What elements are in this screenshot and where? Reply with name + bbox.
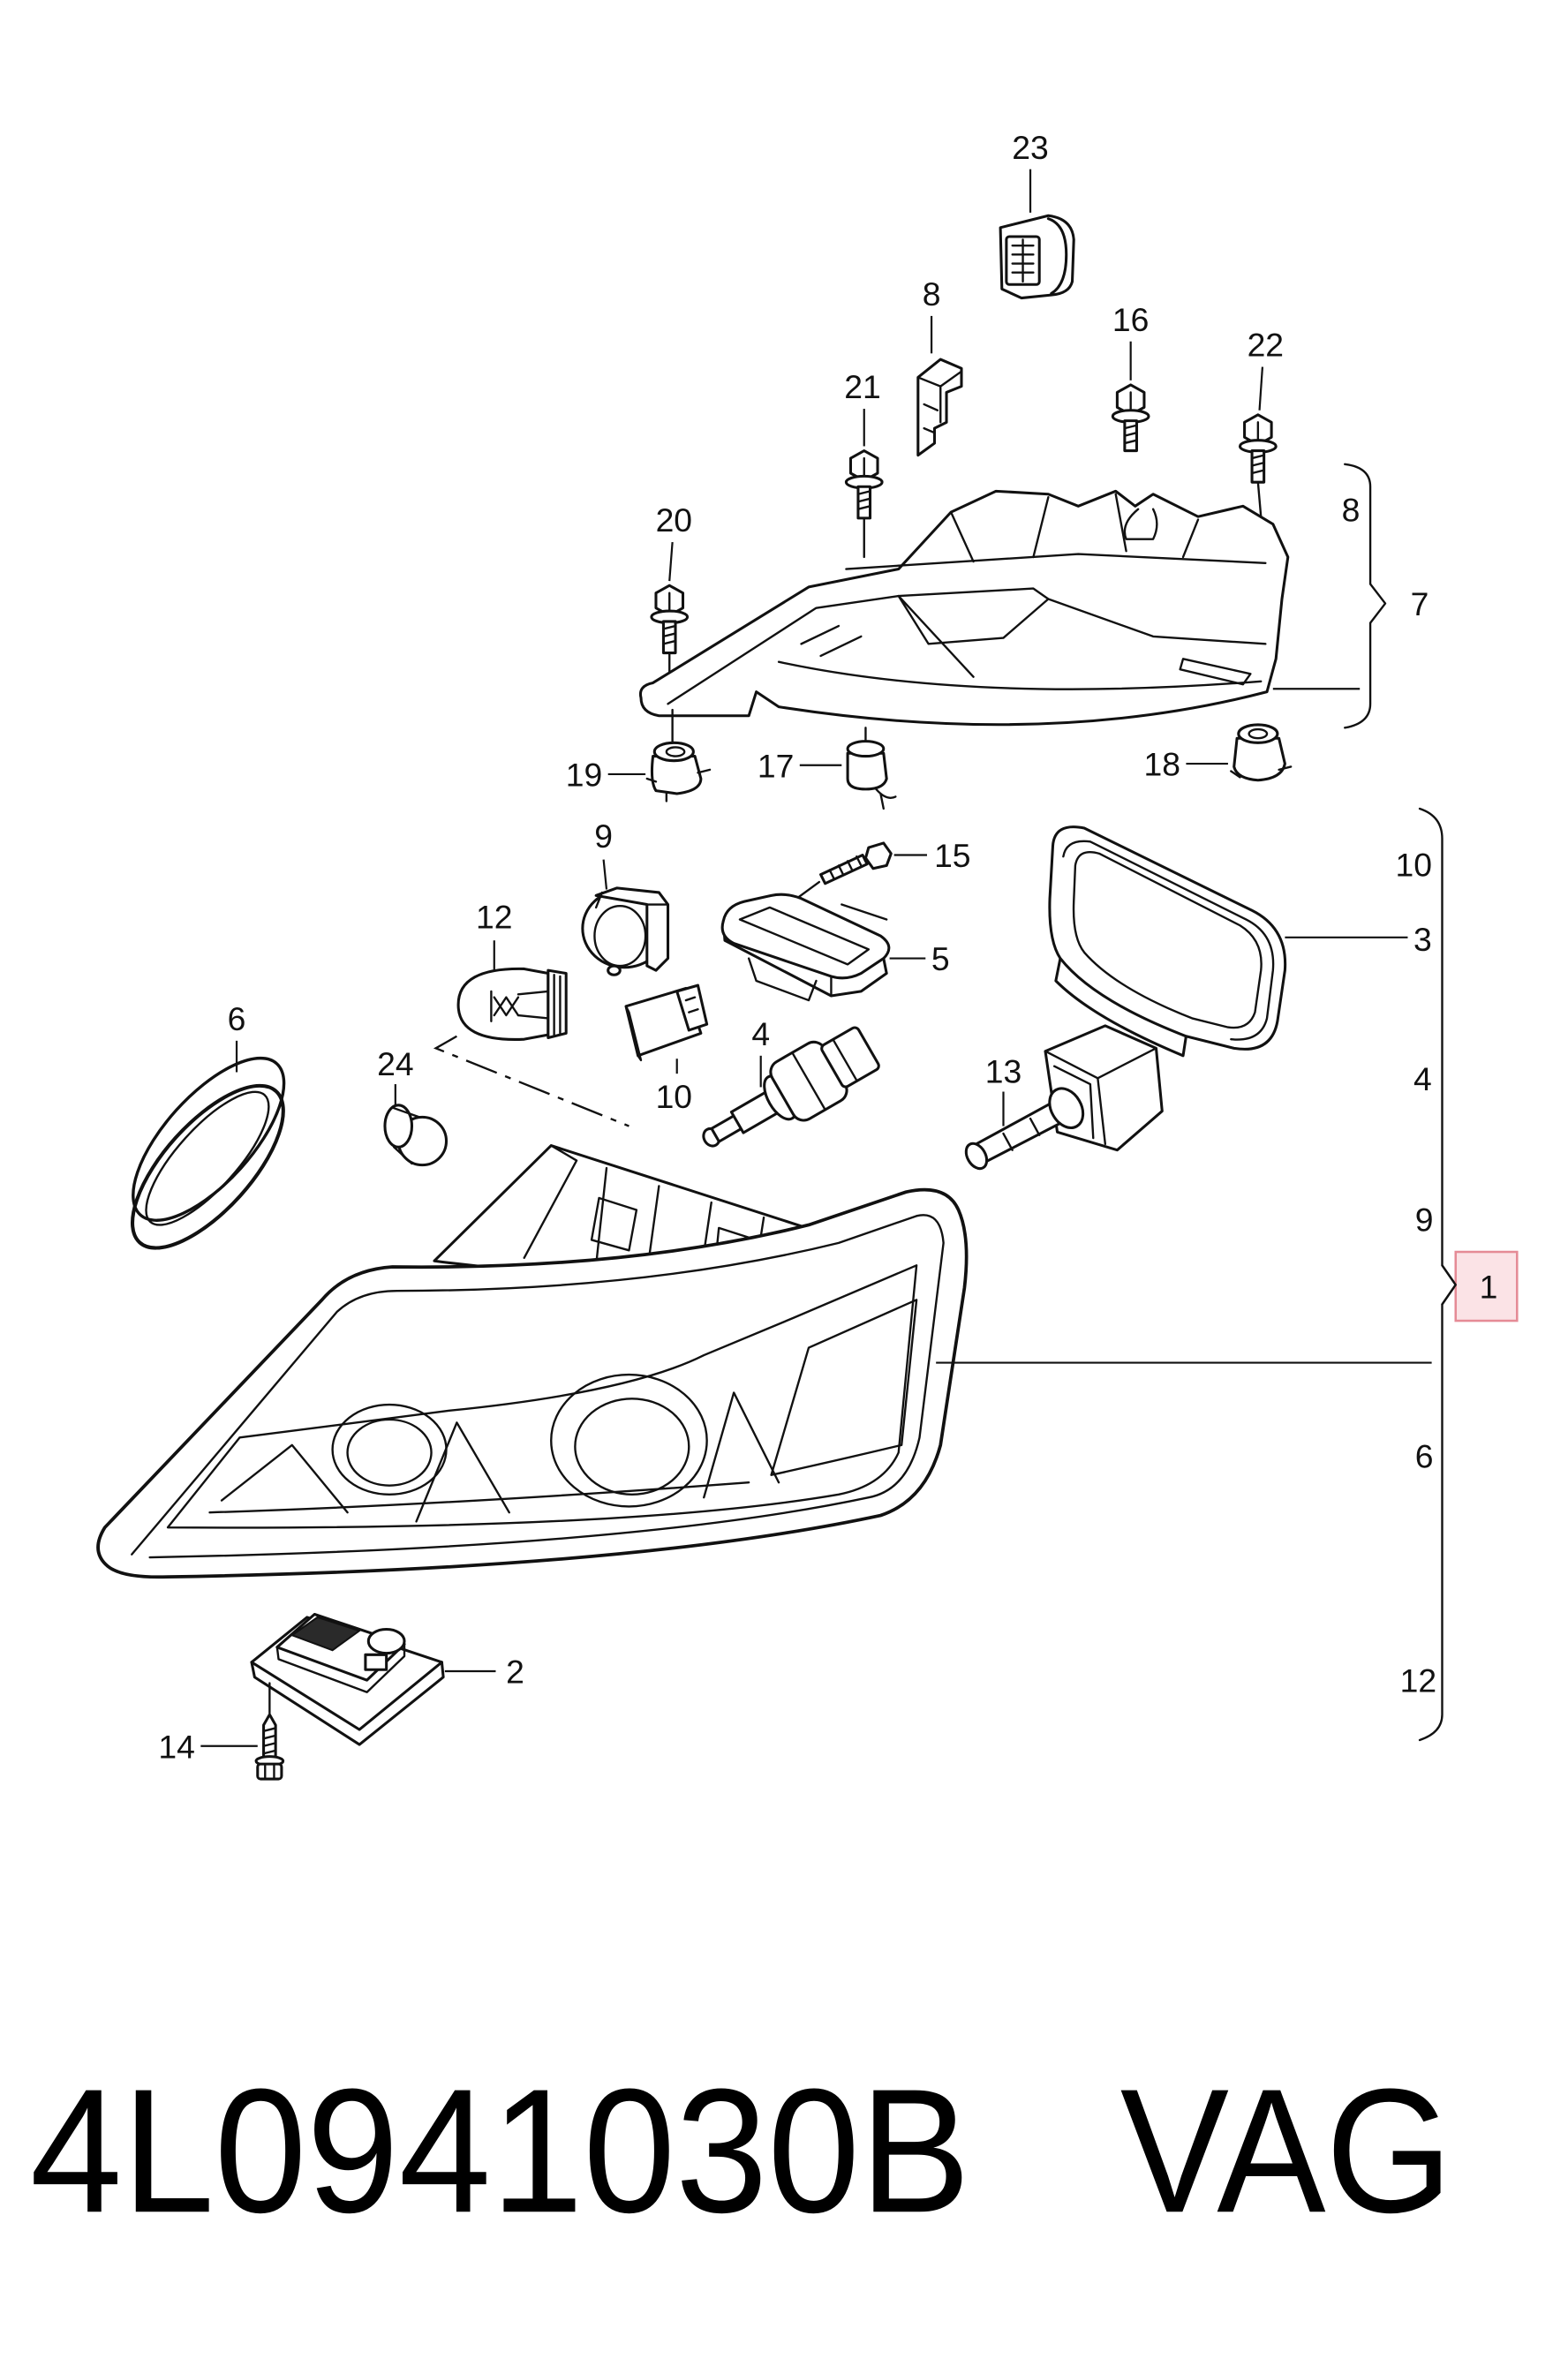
- callout-6: 6: [228, 1000, 246, 1037]
- part-4-bulb: [702, 1026, 880, 1148]
- assembly-label-1: 1: [1480, 1269, 1498, 1306]
- callout-8: 8: [923, 275, 941, 313]
- callout-9: 9: [594, 818, 613, 855]
- callout-21: 21: [844, 368, 881, 405]
- reference-line: [433, 1035, 629, 1127]
- part-20-screw: [650, 584, 690, 688]
- bracket-right-item-10: 10: [1396, 846, 1433, 883]
- callout-4: 4: [751, 1015, 770, 1052]
- part-10-resistor: [624, 983, 709, 1062]
- part-9-bulb-holder: [581, 886, 670, 976]
- part-18-clip: [1230, 723, 1293, 782]
- part-8-bracket: [916, 358, 963, 457]
- callout-10: 10: [656, 1078, 693, 1115]
- leader-20: [668, 541, 674, 582]
- part-17-clip: [846, 727, 897, 810]
- callout-5: 5: [931, 940, 950, 977]
- callout-18: 18: [1144, 746, 1181, 783]
- part-19-clip: [645, 708, 712, 802]
- part-number: 4L0941030B: [30, 2053, 970, 2249]
- bracket-upper-item-7: 7: [1411, 585, 1429, 622]
- leader-22: [1258, 366, 1264, 411]
- headlamp-assembly: [96, 1144, 969, 1579]
- leader-9: [602, 859, 608, 890]
- callout-20: 20: [656, 501, 693, 539]
- brand-name: VAG: [1120, 2053, 1453, 2249]
- callout-24: 24: [377, 1045, 413, 1082]
- part-12-bulb: [456, 967, 568, 1041]
- part-23-connector: [999, 214, 1075, 300]
- callout-15: 15: [934, 837, 971, 874]
- callout-14: 14: [158, 1728, 195, 1765]
- bracket-right-item-3: 3: [1413, 921, 1432, 958]
- part-15-screw: [795, 841, 893, 921]
- callout-22: 22: [1248, 327, 1285, 364]
- callout-13: 13: [985, 1052, 1022, 1089]
- bracket-right-item-9: 9: [1415, 1201, 1434, 1238]
- callout-2: 2: [506, 1654, 524, 1691]
- part-5-module: [720, 893, 891, 1002]
- bracket-right-item-4: 4: [1413, 1060, 1432, 1097]
- bracket-upper-item-8: 8: [1342, 491, 1361, 528]
- assembly-highlight-box: [1454, 1250, 1519, 1322]
- callout-17: 17: [758, 747, 794, 784]
- part-14-screw: [254, 1682, 285, 1781]
- part-6-ring: [130, 1056, 286, 1250]
- bracket-right-item-6: 6: [1415, 1437, 1434, 1474]
- part-21-screw: [844, 449, 884, 559]
- part-13-bulb: [964, 1024, 1164, 1171]
- part-7-housing: [638, 489, 1290, 727]
- callout-23: 23: [1012, 129, 1049, 166]
- part-16-screw: [1111, 383, 1150, 453]
- callout-19: 19: [566, 757, 603, 794]
- bracket-upper: [1344, 463, 1387, 729]
- part-24-cap: [383, 1104, 449, 1167]
- part-3-gasket: [1048, 825, 1287, 1058]
- callout-12: 12: [476, 899, 513, 936]
- part-2-control-unit: [250, 1612, 445, 1746]
- part-22-screw: [1238, 413, 1278, 518]
- bracket-right-item-12: 12: [1400, 1662, 1437, 1699]
- callout-16: 16: [1112, 301, 1150, 338]
